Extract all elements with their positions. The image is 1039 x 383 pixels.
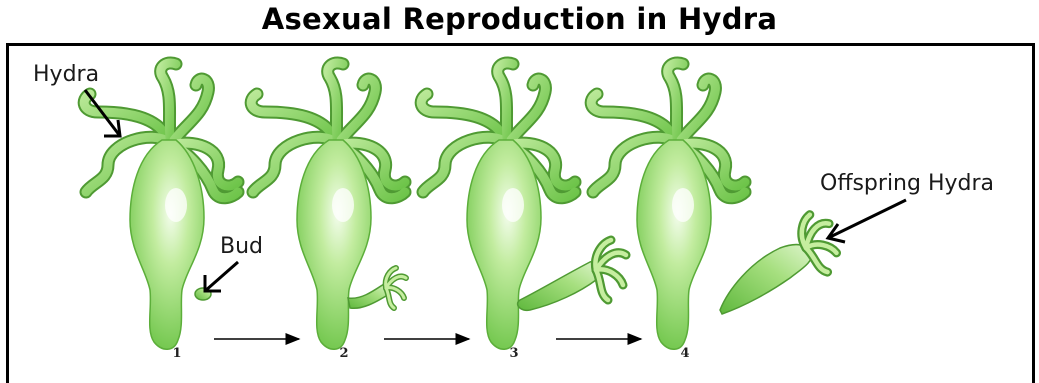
stage-number-2: 2 — [339, 346, 348, 361]
callout-arrow-offspring — [828, 200, 906, 238]
hydra-stage-1 — [84, 63, 238, 349]
hydra-stage-2 — [251, 63, 406, 349]
callout-arrow-bud — [205, 262, 238, 291]
stage-number-1: 1 — [172, 346, 181, 361]
label-offspring-hydra: Offspring Hydra — [820, 171, 994, 196]
offspring-hydra-body — [720, 245, 812, 314]
label-bud: Bud — [220, 234, 263, 259]
stage-number-3: 3 — [509, 346, 518, 361]
bud-large — [518, 261, 601, 310]
stage-number-4: 4 — [680, 346, 689, 361]
hydra-stage-4 — [591, 63, 844, 349]
label-hydra: Hydra — [33, 62, 99, 87]
